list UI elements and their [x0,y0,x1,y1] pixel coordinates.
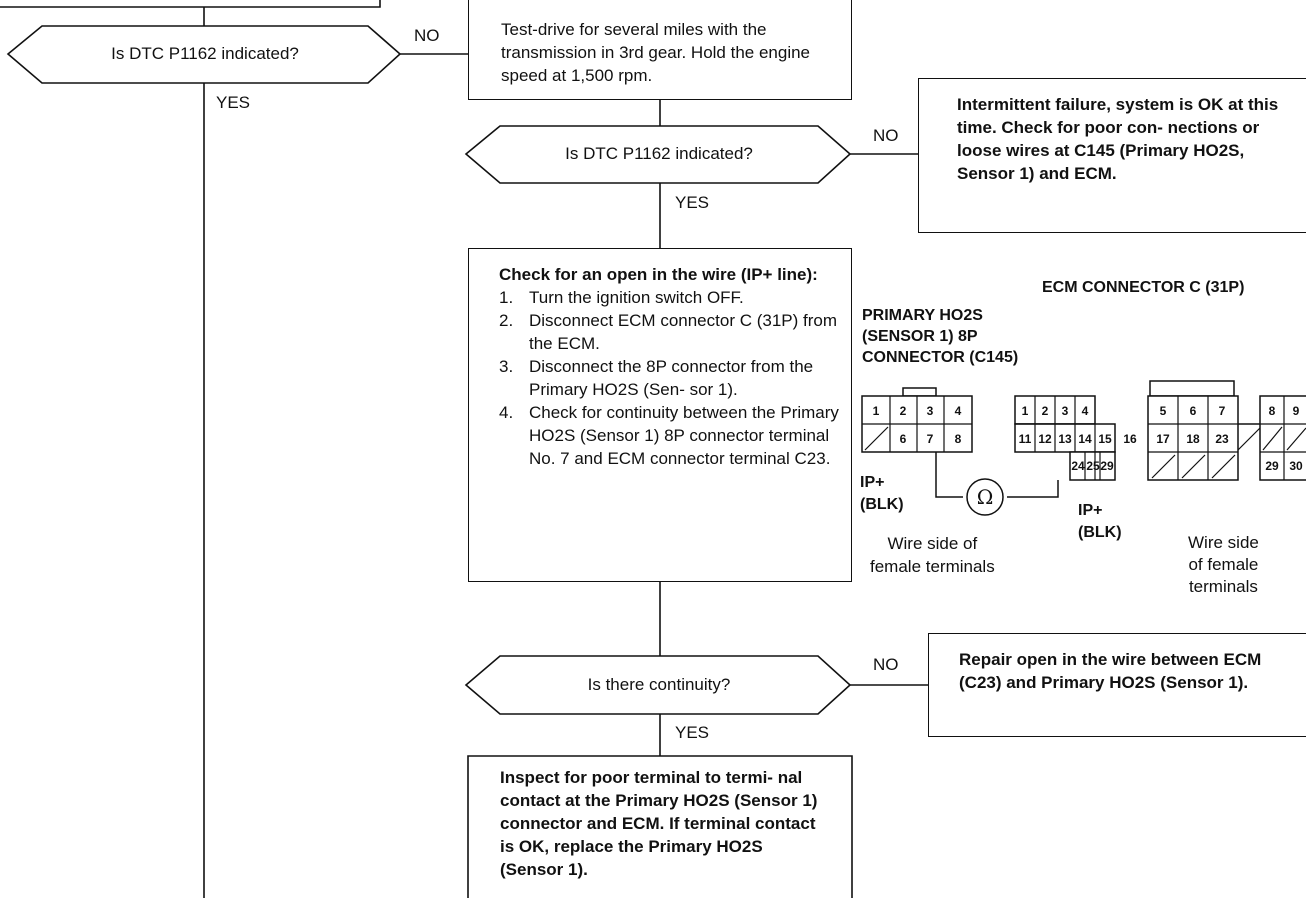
step-item: 2.Disconnect ECM connector C (31P) from … [499,311,837,353]
pin-label: 29 [1265,459,1279,473]
step-item: 4.Check for continuity between the Prima… [499,403,839,468]
pin-label: 6 [1190,404,1197,418]
decision-2-text: Is DTC P1162 indicated? [565,144,753,163]
decision-3-text: Is there continuity? [587,675,731,694]
no-label-2: NO [873,126,899,145]
pin-label: 11 [1019,432,1032,446]
pin-label: 2 [900,404,907,418]
decision-1-text: Is DTC P1162 indicated? [111,44,299,63]
pin-label: 3 [1062,404,1069,418]
pin-label: 7 [1219,404,1226,418]
ohmmeter-icon [966,478,1004,516]
previous-step-box-edge [0,0,381,8]
step-item: 1.Turn the ignition switch OFF. [499,288,744,307]
pin-label: 1 [1022,404,1029,418]
pin-label: 8 [1269,404,1276,418]
pin-label: 4 [1082,404,1089,418]
check-steps: 1.Turn the ignition switch OFF. 2.Discon… [499,286,839,470]
check-title: Check for an open in the wire (IP+ line)… [499,265,818,284]
inspect-text: Inspect for poor terminal to termi- nal … [500,768,818,879]
ip-plus-label-right: IP+ (BLK) [1078,502,1122,541]
ho2s-8p-connector [861,387,973,453]
pin-label: 2 [1042,404,1049,418]
ecm-31p-connector [1014,380,1306,481]
check-open-wire-box: Check for an open in the wire (IP+ line)… [468,248,852,582]
pin-label: 15 [1098,432,1112,446]
decision-diamond-2 [464,125,852,184]
decision-diamond-1 [6,25,402,84]
pin-label: 7 [927,432,934,446]
pin-label: 8 [955,432,962,446]
pin-label: 25 [1086,459,1100,473]
ip-plus-label-left: IP+ (BLK) [860,474,904,513]
ohm-symbol: Ω [977,485,994,509]
pin-label: 24 [1071,459,1085,473]
pin-label: 30 [1289,459,1303,473]
yes-label-3: YES [675,723,710,742]
yes-label-2: YES [675,193,710,212]
yes-label-1: YES [216,93,251,112]
pin-label: 9 [1293,404,1300,418]
ecm-connector-title: ECM CONNECTOR C (31P) [1042,279,1245,296]
pin-label: 6 [900,432,907,446]
decision-diamond-3 [464,655,852,715]
pin-label: 23 [1215,432,1229,446]
pin-label: 14 [1078,432,1092,446]
step-item: 3.Disconnect the 8P connector from the P… [499,357,814,399]
pin-label: 13 [1058,432,1072,446]
ohmmeter-circuit [935,452,1059,516]
pin-label: 12 [1038,432,1052,446]
pin-label: 29 [1100,459,1114,473]
pin-label: 16 [1123,432,1137,446]
inspect-box-outline [467,755,853,898]
pin-label: 18 [1186,432,1200,446]
pin-label: 3 [927,404,934,418]
pin-label: 4 [955,404,962,418]
pin-label: 5 [1160,404,1167,418]
repair-box: Repair open in the wire between ECM (C23… [928,633,1306,737]
repair-text: Repair open in the wire between ECM (C23… [959,650,1262,692]
test-drive-text: Test-drive for several miles with the tr… [501,20,811,85]
intermittent-failure-text: Intermittent failure, system is OK at th… [957,95,1279,183]
test-drive-box: Test-drive for several miles with the tr… [468,0,852,100]
ho2s-connector-title: PRIMARY HO2S (SENSOR 1) 8P CONNECTOR (C1… [862,307,1019,366]
intermittent-failure-box: Intermittent failure, system is OK at th… [918,78,1306,233]
wire-side-label-right: Wire side of female terminals [1188,533,1259,596]
wire-side-label-left: Wire side of female terminals [870,534,995,576]
pin-label: 17 [1156,432,1170,446]
no-label-3: NO [873,655,899,674]
pin-label: 1 [873,404,880,418]
no-label-1: NO [414,26,440,45]
